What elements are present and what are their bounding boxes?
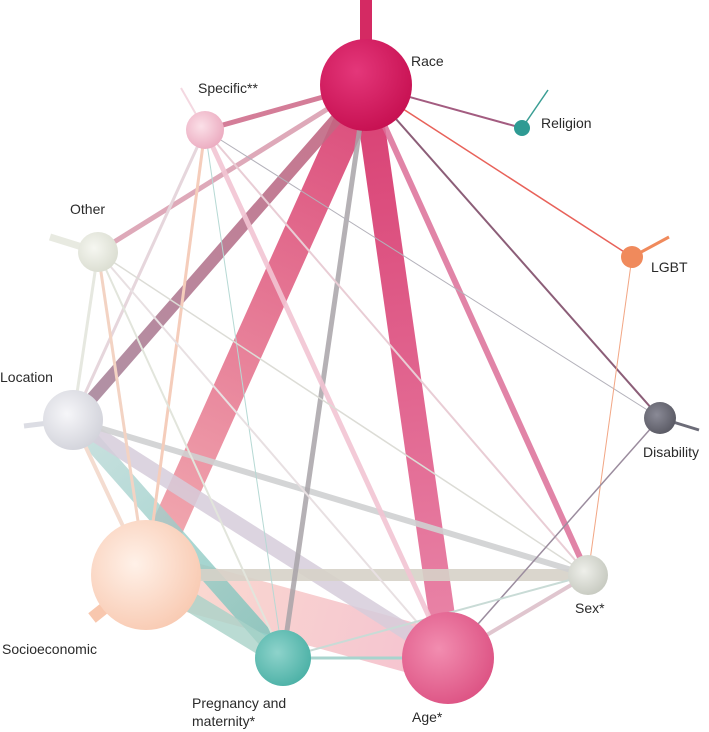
nodes [43, 39, 676, 704]
edge-other-sex [97, 251, 589, 576]
edge-race-other [96, 82, 368, 255]
label-religion: Religion [541, 115, 592, 131]
edge-other-pregnancy [97, 251, 284, 659]
label-specific: Specific** [198, 80, 258, 96]
node-location[interactable] [43, 390, 103, 450]
label-age: Age* [412, 709, 443, 725]
label-sex: Sex* [575, 600, 605, 616]
node-other[interactable] [78, 232, 118, 272]
edge-specific-socioeconomic [144, 129, 207, 576]
label-socioeconomic: Socioeconomic [2, 641, 97, 657]
node-lgbt[interactable] [621, 246, 643, 268]
node-race[interactable] [320, 39, 412, 131]
edge-race-age [353, 83, 461, 660]
node-pregnancy[interactable] [255, 630, 311, 686]
label-lgbt: LGBT [651, 259, 688, 275]
label-race: Race [411, 53, 444, 69]
node-sex[interactable] [568, 555, 608, 595]
label-location: Location [0, 369, 53, 385]
edge-location-sex [72, 417, 589, 578]
edge-other-age [97, 251, 449, 659]
label-disability: Disability [643, 444, 700, 460]
node-disability[interactable] [644, 402, 676, 434]
edge-race-location [68, 81, 371, 424]
edge-race-pregnancy [280, 84, 369, 659]
edge-disability-age [447, 417, 661, 659]
edge-specific-location [71, 129, 207, 421]
node-age[interactable] [402, 612, 494, 704]
node-specific[interactable] [186, 111, 224, 149]
edge-location-age [68, 413, 453, 665]
label-pregnancy: Pregnancy and maternity* [192, 695, 287, 729]
edge-specific-age [202, 128, 451, 660]
edge-race-disability [365, 84, 661, 419]
node-socioeconomic[interactable] [91, 520, 201, 630]
node-religion[interactable] [514, 120, 530, 136]
label-other: Other [70, 201, 106, 217]
edge-specific-pregnancy [204, 129, 284, 659]
edge-specific-disability [204, 129, 661, 419]
edge-lgbt-sex [587, 256, 633, 576]
edge-race-sex [363, 83, 591, 577]
edge-race-lgbt [365, 84, 633, 258]
edge-specific-sex [204, 129, 589, 576]
